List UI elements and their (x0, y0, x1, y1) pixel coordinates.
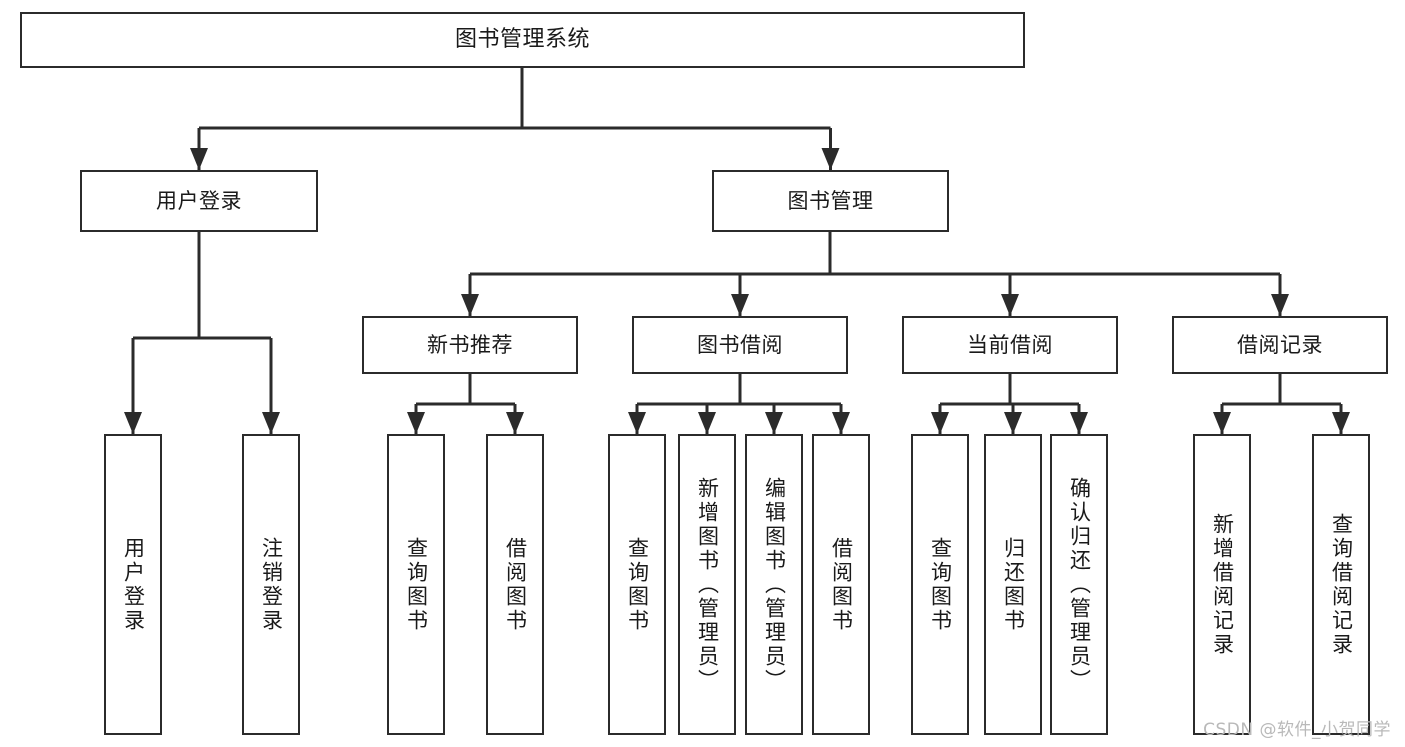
node-leaf-edit-book-admin[interactable]: 编辑图书（管理员） (745, 434, 803, 735)
node-label-leaf-user-login: 用户登录 (121, 536, 146, 633)
node-label-book-management: 图书管理 (787, 188, 874, 213)
borrow-record-to-leaves-arrowhead-0 (1213, 412, 1231, 434)
book-management-to-level3-arrowhead-3 (1271, 294, 1289, 316)
node-label-current-borrow: 当前借阅 (967, 332, 1053, 357)
borrow-record-to-leaves-arrowhead-1 (1332, 412, 1350, 434)
node-label-leaf-add-book-admin: 新增图书（管理员） (695, 476, 720, 693)
node-leaf-query-book-recommend[interactable]: 查询图书 (387, 434, 445, 735)
node-label-leaf-query-book-borrow: 查询图书 (625, 536, 650, 633)
node-root[interactable]: 图书管理系统 (20, 12, 1025, 68)
node-leaf-borrow-book[interactable]: 借阅图书 (812, 434, 870, 735)
node-label-leaf-add-borrow-record: 新增借阅记录 (1210, 512, 1235, 657)
node-label-leaf-return-book: 归还图书 (1001, 536, 1026, 633)
node-label-leaf-edit-book-admin: 编辑图书（管理员） (762, 476, 787, 693)
user-login-to-leaves-arrowhead-0 (124, 412, 142, 434)
node-book-borrow[interactable]: 图书借阅 (632, 316, 848, 374)
book-borrow-to-leaves-arrowhead-1 (698, 412, 716, 434)
node-leaf-confirm-return-admin[interactable]: 确认归还（管理员） (1050, 434, 1108, 735)
node-borrow-record[interactable]: 借阅记录 (1172, 316, 1388, 374)
book-borrow-to-leaves-arrowhead-0 (628, 412, 646, 434)
user-login-to-leaves-arrowhead-1 (262, 412, 280, 434)
new-book-recommend-to-leaves-arrowhead-1 (506, 412, 524, 434)
node-label-root: 图书管理系统 (454, 27, 590, 53)
node-user-login[interactable]: 用户登录 (80, 170, 318, 232)
node-label-borrow-record: 借阅记录 (1237, 332, 1323, 357)
current-borrow-to-leaves-arrowhead-0 (931, 412, 949, 434)
node-book-management[interactable]: 图书管理 (712, 170, 949, 232)
node-leaf-borrow-book-recommend[interactable]: 借阅图书 (486, 434, 544, 735)
new-book-recommend-to-leaves-arrowhead-0 (407, 412, 425, 434)
node-current-borrow[interactable]: 当前借阅 (902, 316, 1118, 374)
node-label-leaf-borrow-book-recommend: 借阅图书 (503, 536, 528, 633)
current-borrow-to-leaves-arrowhead-1 (1004, 412, 1022, 434)
node-leaf-user-login[interactable]: 用户登录 (104, 434, 162, 735)
node-leaf-query-borrow-record[interactable]: 查询借阅记录 (1312, 434, 1370, 735)
root-to-level2-arrowhead-1 (821, 148, 840, 170)
node-label-book-borrow: 图书借阅 (697, 332, 783, 357)
node-label-new-book-recommend: 新书推荐 (427, 332, 513, 357)
node-label-user-login: 用户登录 (156, 188, 242, 213)
node-label-leaf-confirm-return-admin: 确认归还（管理员） (1067, 476, 1092, 693)
book-borrow-to-leaves-arrowhead-3 (832, 412, 850, 434)
node-leaf-query-book-borrow[interactable]: 查询图书 (608, 434, 666, 735)
node-leaf-query-book-current[interactable]: 查询图书 (911, 434, 969, 735)
node-label-leaf-query-book-current: 查询图书 (928, 536, 953, 633)
book-management-to-level3-arrowhead-2 (1001, 294, 1019, 316)
node-leaf-add-book-admin[interactable]: 新增图书（管理员） (678, 434, 736, 735)
node-leaf-return-book[interactable]: 归还图书 (984, 434, 1042, 735)
node-label-leaf-borrow-book: 借阅图书 (829, 536, 854, 633)
node-label-leaf-query-book-recommend: 查询图书 (404, 536, 429, 633)
book-management-to-level3-arrowhead-0 (461, 294, 479, 316)
node-label-leaf-logout-login: 注销登录 (259, 536, 284, 633)
node-new-book-recommend[interactable]: 新书推荐 (362, 316, 578, 374)
book-management-to-level3-arrowhead-1 (731, 294, 749, 316)
node-leaf-logout-login[interactable]: 注销登录 (242, 434, 300, 735)
book-borrow-to-leaves-arrowhead-2 (765, 412, 783, 434)
watermark: CSDN @软件_小贺同学 (1203, 720, 1391, 740)
node-leaf-add-borrow-record[interactable]: 新增借阅记录 (1193, 434, 1251, 735)
root-to-level2-arrowhead-0 (190, 148, 208, 170)
node-label-leaf-query-borrow-record: 查询借阅记录 (1329, 512, 1354, 657)
current-borrow-to-leaves-arrowhead-2 (1070, 412, 1088, 434)
